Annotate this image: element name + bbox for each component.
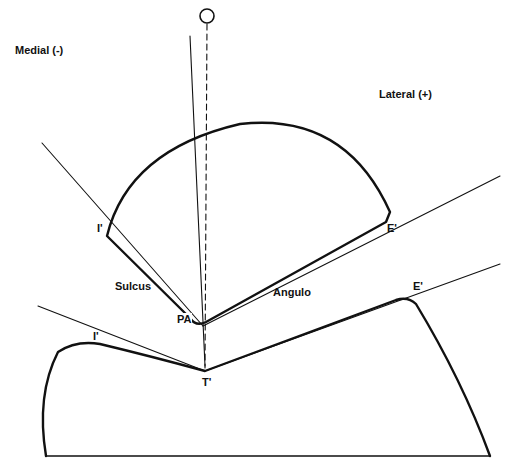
point-label: I' — [96, 222, 104, 234]
side-label: Medial (-) — [14, 44, 64, 56]
medial-trochlea-line — [38, 306, 205, 371]
patella-outline — [107, 123, 390, 324]
angle-label: Sulcus — [114, 280, 152, 292]
reference-circle — [200, 9, 214, 23]
point-label: E' — [386, 222, 398, 234]
lateral-facet-line — [203, 176, 500, 326]
angle-label: Angulo — [272, 286, 312, 298]
medial-facet-line — [42, 143, 203, 326]
side-label: Lateral (+) — [378, 88, 433, 100]
vertical-axis — [205, 24, 207, 368]
point-label: I' — [92, 330, 100, 342]
point-label: PA — [176, 313, 192, 325]
point-label: E' — [412, 280, 424, 292]
point-label: T' — [201, 376, 212, 388]
femur-base — [46, 455, 490, 456]
femur-outline — [43, 299, 490, 456]
